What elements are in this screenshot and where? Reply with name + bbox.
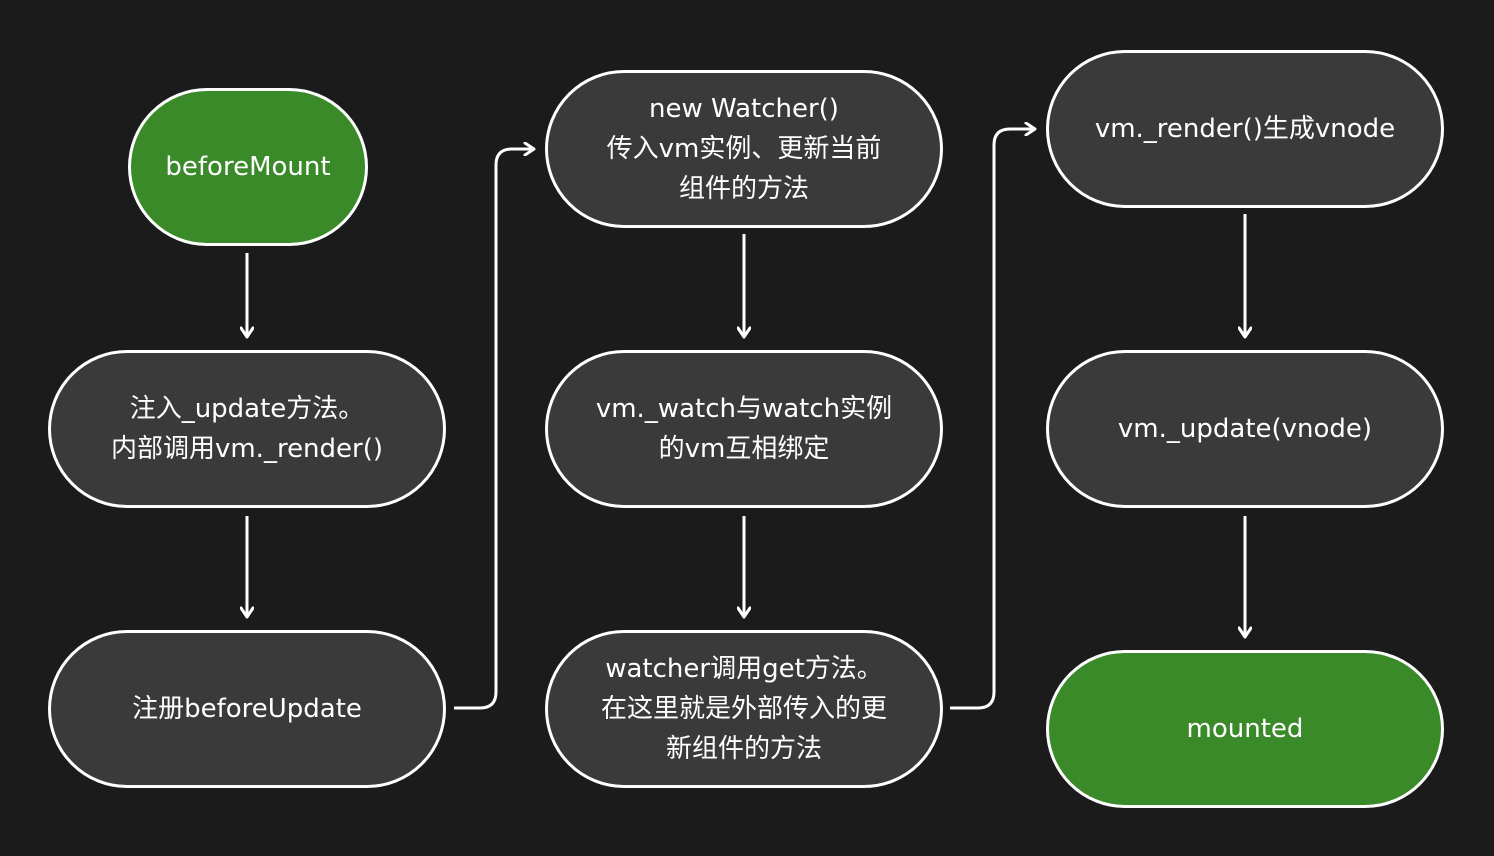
edge-watcher-get-to-render-vnode	[950, 129, 1034, 710]
node-render-vnode: vm._render()生成vnode	[1046, 50, 1444, 208]
node-watcher-get-text: watcher调用get方法。 在这里就是外部传入的更 新组件的方法	[601, 649, 887, 769]
node-inject-update-line-2: 内部调用vm._render()	[110, 434, 384, 464]
node-watcher-get-line-1: watcher调用get方法。	[605, 654, 883, 684]
node-new-watcher-line-2: 传入vm实例、更新当前	[606, 134, 882, 164]
node-watcher-get-line-3: 新组件的方法	[665, 734, 822, 764]
node-register-before-update-label: 注册beforeUpdate	[132, 694, 362, 724]
node-new-watcher-line-1: new Watcher()	[649, 94, 839, 124]
node-inject-update-line-1: 注入_update方法。	[129, 394, 365, 424]
node-new-watcher-text: new Watcher() 传入vm实例、更新当前 组件的方法	[607, 89, 882, 209]
node-bind-watch-line-2: 的vm互相绑定	[658, 434, 830, 464]
node-register-before-update: 注册beforeUpdate	[48, 630, 446, 788]
node-inject-update: 注入_update方法。 内部调用vm._render()	[48, 350, 446, 508]
node-bind-watch-text: vm._watch与watch实例 的vm互相绑定	[596, 389, 892, 469]
node-update-vnode-label: vm._update(vnode)	[1117, 414, 1373, 444]
node-watcher-get: watcher调用get方法。 在这里就是外部传入的更 新组件的方法	[545, 630, 943, 788]
node-bind-watch: vm._watch与watch实例 的vm互相绑定	[545, 350, 943, 508]
node-update-vnode: vm._update(vnode)	[1046, 350, 1444, 508]
node-mounted-label: mounted	[1186, 714, 1304, 744]
node-new-watcher: new Watcher() 传入vm实例、更新当前 组件的方法	[545, 70, 943, 228]
node-inject-update-text: 注入_update方法。 内部调用vm._render()	[111, 389, 383, 469]
node-before-mount-label: beforeMount	[165, 152, 331, 182]
node-new-watcher-line-3: 组件的方法	[678, 174, 809, 204]
node-render-vnode-label: vm._render()生成vnode	[1094, 114, 1396, 144]
node-bind-watch-line-1: vm._watch与watch实例	[595, 394, 893, 424]
node-mounted: mounted	[1046, 650, 1444, 808]
node-before-mount: beforeMount	[128, 88, 368, 246]
node-watcher-get-line-2: 在这里就是外部传入的更	[600, 694, 887, 724]
edge-register-to-new-watcher	[454, 149, 533, 710]
